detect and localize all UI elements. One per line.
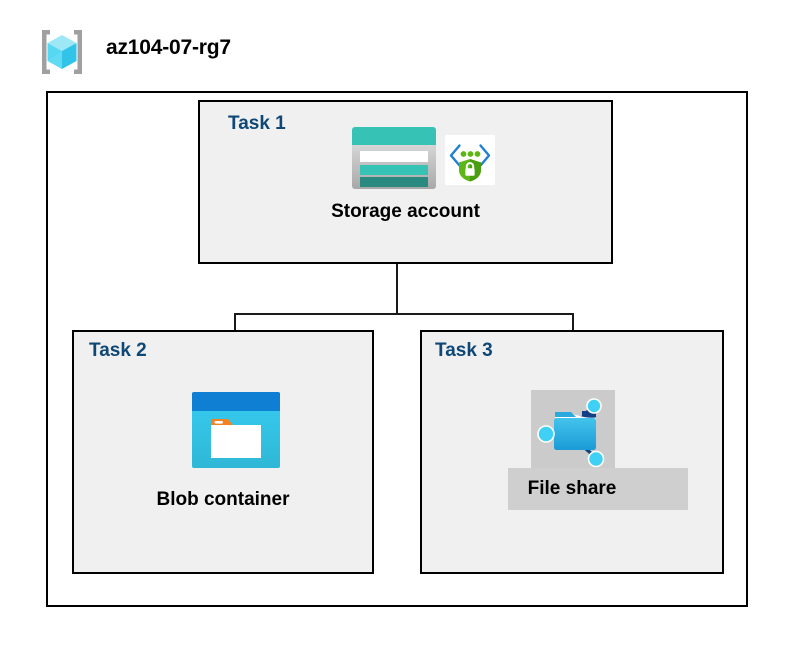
file-share-label-highlight — [508, 468, 688, 510]
connector-storage-to-bus — [396, 264, 398, 315]
connector-bus — [234, 313, 574, 315]
diagram-header: az104-07-rg7 — [30, 24, 430, 80]
blob-container-label: Blob container — [156, 489, 290, 510]
storage-account-label: Storage account — [331, 201, 480, 222]
blob-container-icon — [192, 392, 280, 468]
file-share-icon — [537, 393, 610, 468]
private-link-icon — [445, 135, 495, 185]
file-share-label: File share — [527, 478, 617, 499]
resource-group-icon — [36, 26, 88, 78]
storage-account-icon — [351, 126, 437, 190]
page-title: az104-07-rg7 — [106, 36, 231, 59]
task-1-label: Task 1 — [228, 113, 286, 134]
task-2-label: Task 2 — [89, 340, 147, 361]
task-3-label: Task 3 — [435, 340, 493, 361]
